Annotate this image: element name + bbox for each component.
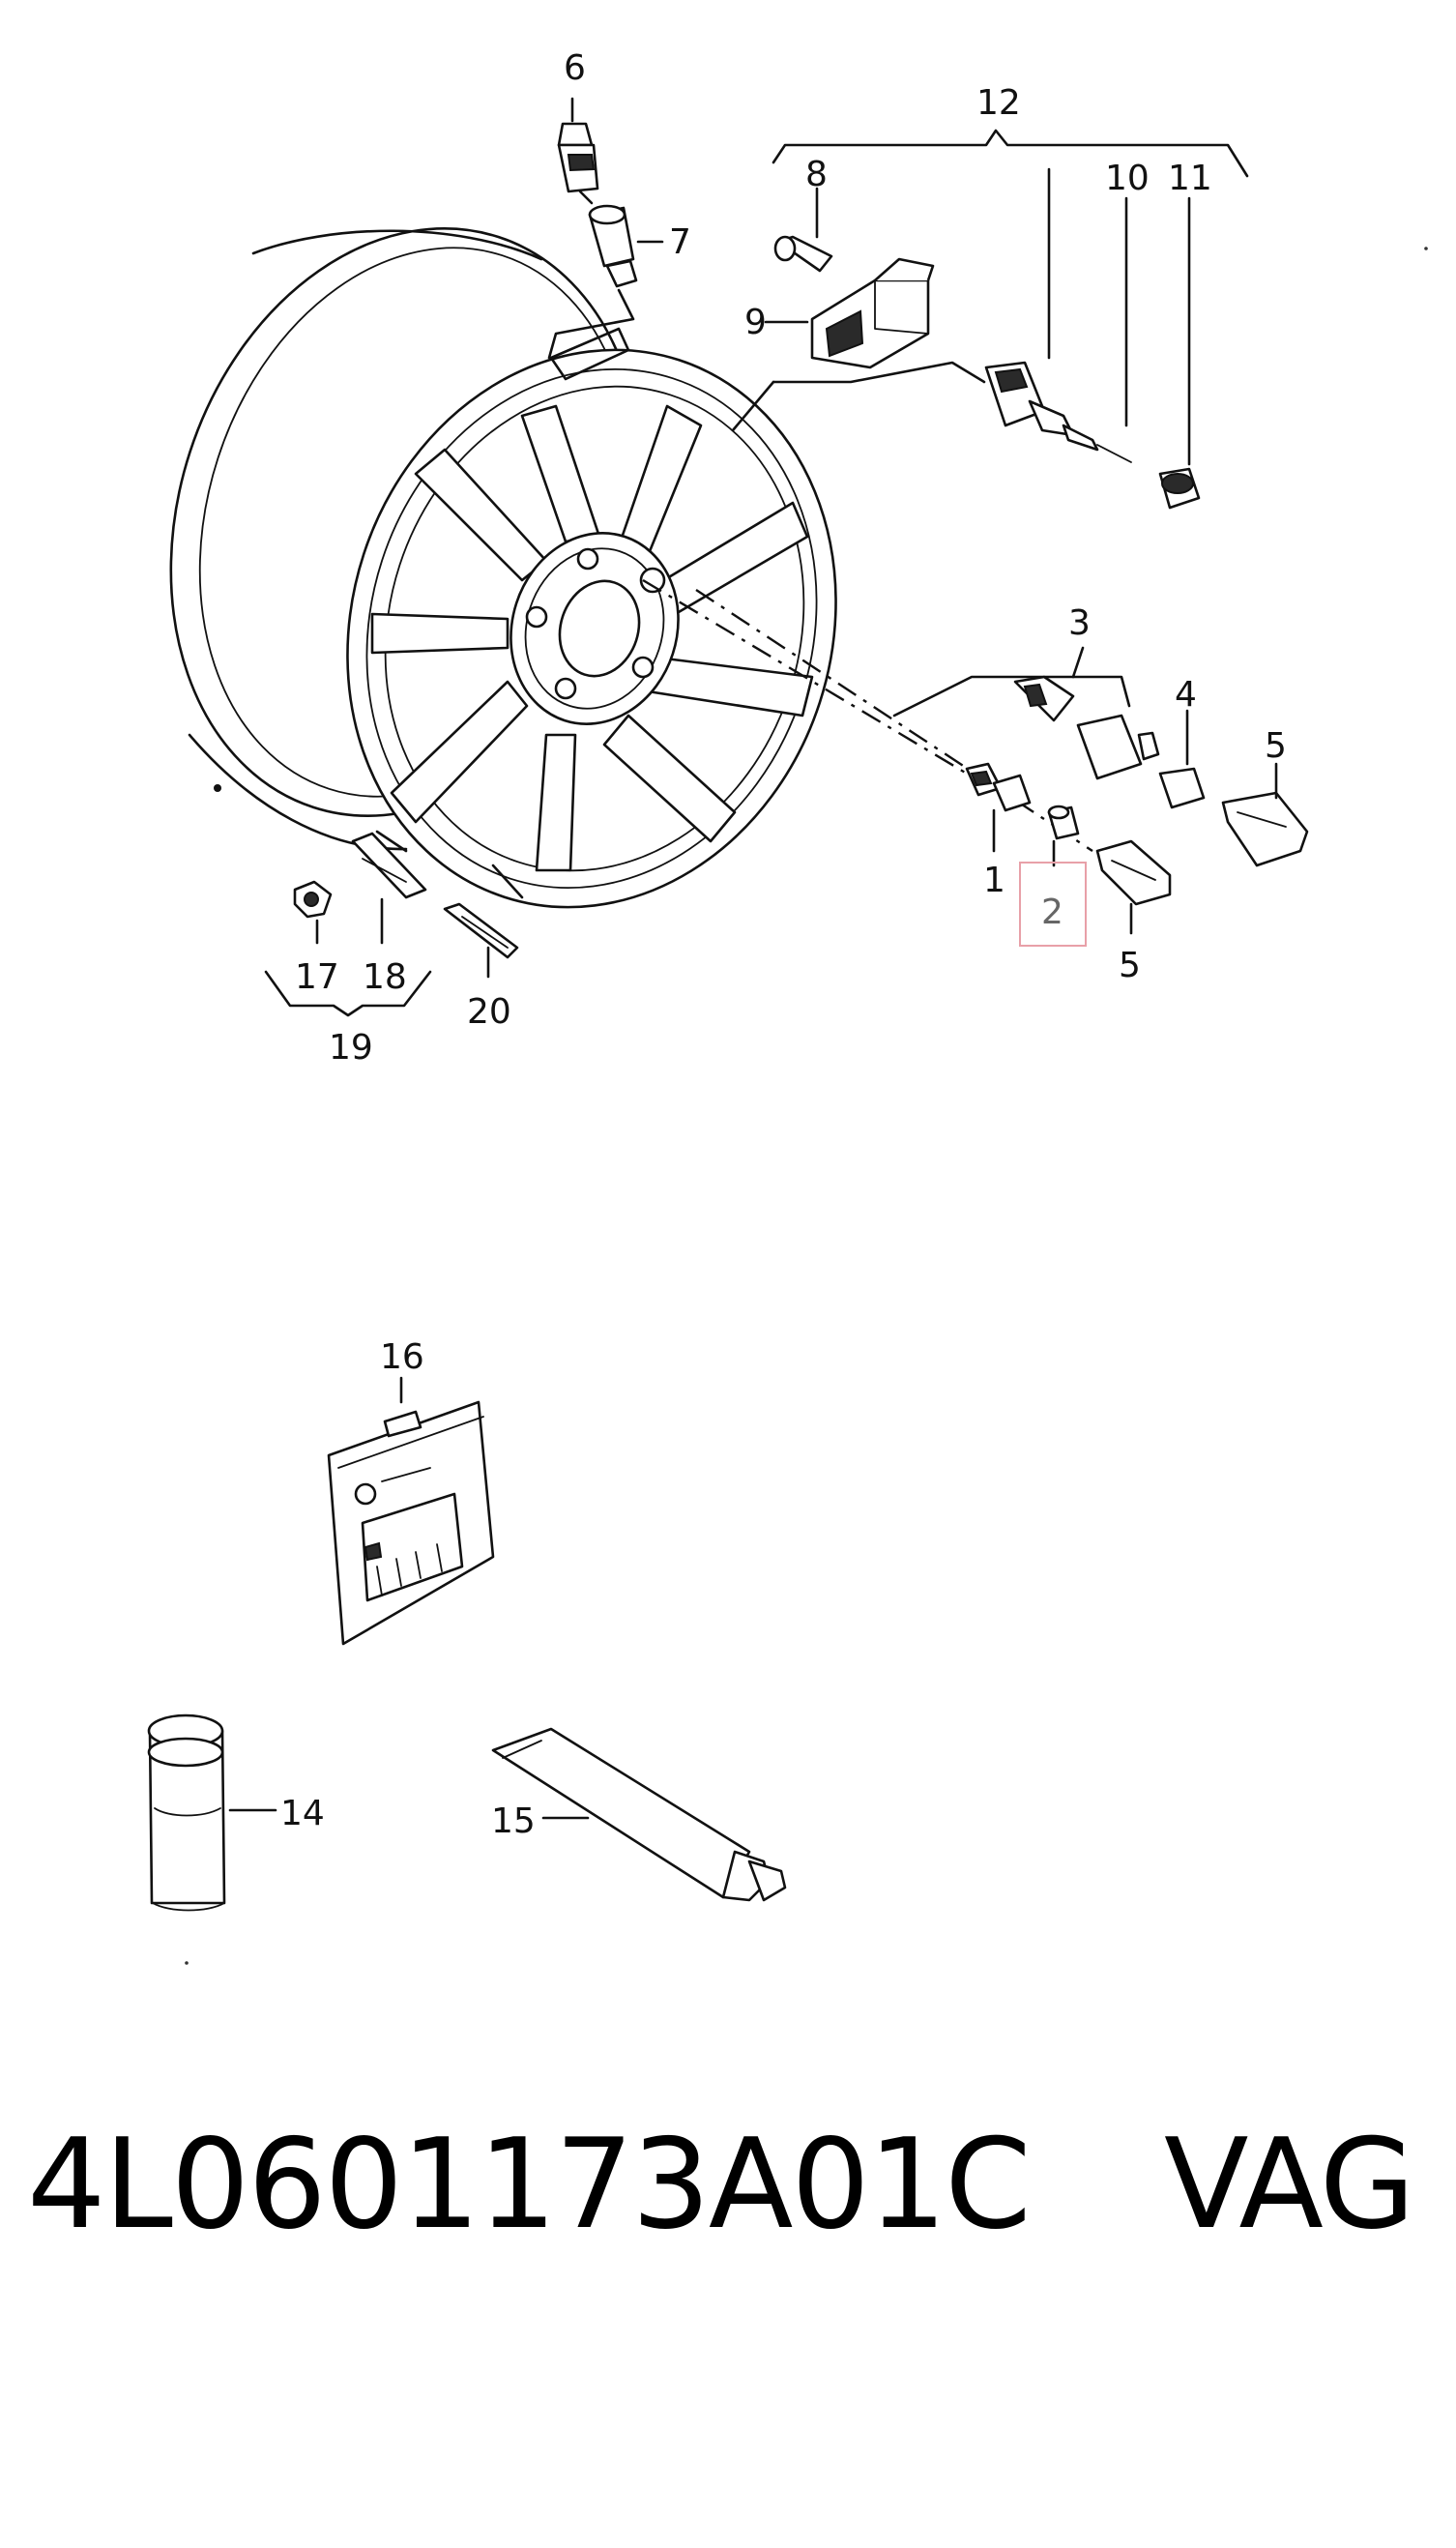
callout-6: 6 [564, 48, 586, 88]
cap-4 [1158, 709, 1206, 809]
spray-can-14 [147, 1713, 277, 1912]
callout-1: 1 [983, 861, 1005, 900]
callout-18: 18 [363, 957, 407, 997]
screw-8 [773, 187, 833, 273]
sensor-pack-16 [327, 1376, 495, 1646]
clip-5-right [1221, 762, 1309, 867]
callout-9: 9 [744, 303, 767, 342]
callout-8: 8 [805, 155, 828, 194]
sensor-9 [764, 257, 935, 369]
valve-stem-10-11 [984, 167, 1201, 510]
callout-10: 10 [1105, 159, 1150, 198]
footer: 4L0601173A01C VAG [27, 2113, 1439, 2258]
callout-5-left: 5 [1119, 946, 1141, 985]
clip-17-18 [264, 832, 432, 1017]
valve-6 [557, 97, 599, 205]
callout-14: 14 [280, 1794, 325, 1833]
callout-19: 19 [329, 1028, 373, 1068]
callout-17: 17 [295, 957, 339, 997]
callout-20: 20 [467, 992, 511, 1032]
callout-4: 4 [1175, 675, 1197, 715]
callout-3: 3 [1068, 603, 1091, 643]
weight-20 [443, 902, 519, 979]
callout-11: 11 [1168, 159, 1212, 198]
callout-7: 7 [669, 222, 691, 262]
callout-2-highlight [1019, 862, 1087, 947]
wheel-spokes [370, 404, 814, 872]
callout-2: 2 [1041, 893, 1063, 932]
callout-15: 15 [491, 1801, 536, 1841]
callout-12: 12 [976, 83, 1021, 123]
callout-5-right: 5 [1265, 726, 1287, 766]
paste-tube-15 [491, 1727, 787, 1902]
part-number: 4L0601173A01C [27, 2113, 1032, 2257]
wheel-rim [169, 227, 837, 909]
brand-label: VAG [1164, 2113, 1415, 2257]
parts-diagram: 6 7 12 8 10 11 9 3 4 5 1 2 5 17 18 20 19… [147, 48, 1428, 1965]
cap-2 [1047, 805, 1080, 867]
valve-1 [965, 762, 1032, 853]
valve-7 [588, 204, 664, 288]
callout-16: 16 [380, 1337, 424, 1377]
clip-5-left [1095, 839, 1172, 935]
valve-3 [1013, 675, 1160, 780]
